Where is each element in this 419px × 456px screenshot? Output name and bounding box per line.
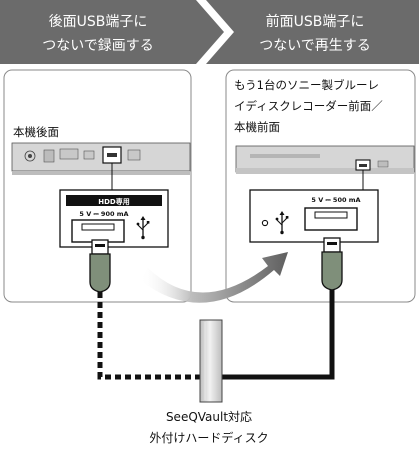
rear-rating: 5 V ⎓ 900 mA [79, 210, 128, 218]
header-right-line2: つないで再生する [259, 38, 371, 54]
device-caption-line2: 外付けハードディスク [149, 430, 268, 445]
right-usb-plug [321, 237, 343, 291]
front-indicator-dot [261, 219, 269, 227]
transfer-arrow [140, 252, 288, 303]
right-panel: もう1台のソニー製ブルーレ イディスクレコーダー前面／ 本機前面 5 V ⎓ 5… [225, 69, 416, 303]
header-right-chevron [206, 0, 419, 64]
right-panel-label-line1: もう1台のソニー製ブルーレ [234, 78, 379, 92]
external-hdd-device [199, 319, 223, 403]
usb-symbol-icon [275, 211, 289, 235]
rear-unit-illustration [11, 142, 191, 190]
header-left-line2: つないで録画する [42, 38, 154, 54]
rear-usb-socket [71, 219, 125, 243]
front-rating: 5 V ⎓ 500 mA [311, 196, 360, 204]
front-usb-callout: 5 V ⎓ 500 mA [249, 189, 379, 243]
right-panel-label-line2: イディスクレコーダー前面／ [234, 99, 383, 113]
hdd-only-tag: HDD専用 [98, 197, 129, 206]
header-banner: 後面USB端子に つないで録画する 前面USB端子に つないで再生する [0, 0, 419, 64]
usb-symbol-icon [136, 216, 150, 240]
header-right-line1: 前面USB端子に [266, 13, 365, 30]
left-usb-plug [89, 239, 111, 293]
front-usb-socket [304, 207, 358, 231]
rear-usb-callout: HDD専用 5 V ⎓ 900 mA [59, 189, 169, 248]
solid-cable [222, 290, 335, 380]
device-caption-line1: SeeQVault対応 [166, 410, 252, 424]
header-left-chevron [0, 0, 224, 64]
right-panel-frame [225, 69, 416, 303]
left-panel-label: 本機後面 [13, 125, 59, 139]
left-panel: 本機後面 HDD専用 5 V ⎓ 900 mA [3, 69, 192, 303]
right-panel-label-line3: 本機前面 [234, 120, 280, 134]
header-left-line1: 後面USB端子に [49, 14, 148, 30]
front-unit-illustration [235, 145, 415, 190]
dashed-cable [97, 292, 200, 380]
